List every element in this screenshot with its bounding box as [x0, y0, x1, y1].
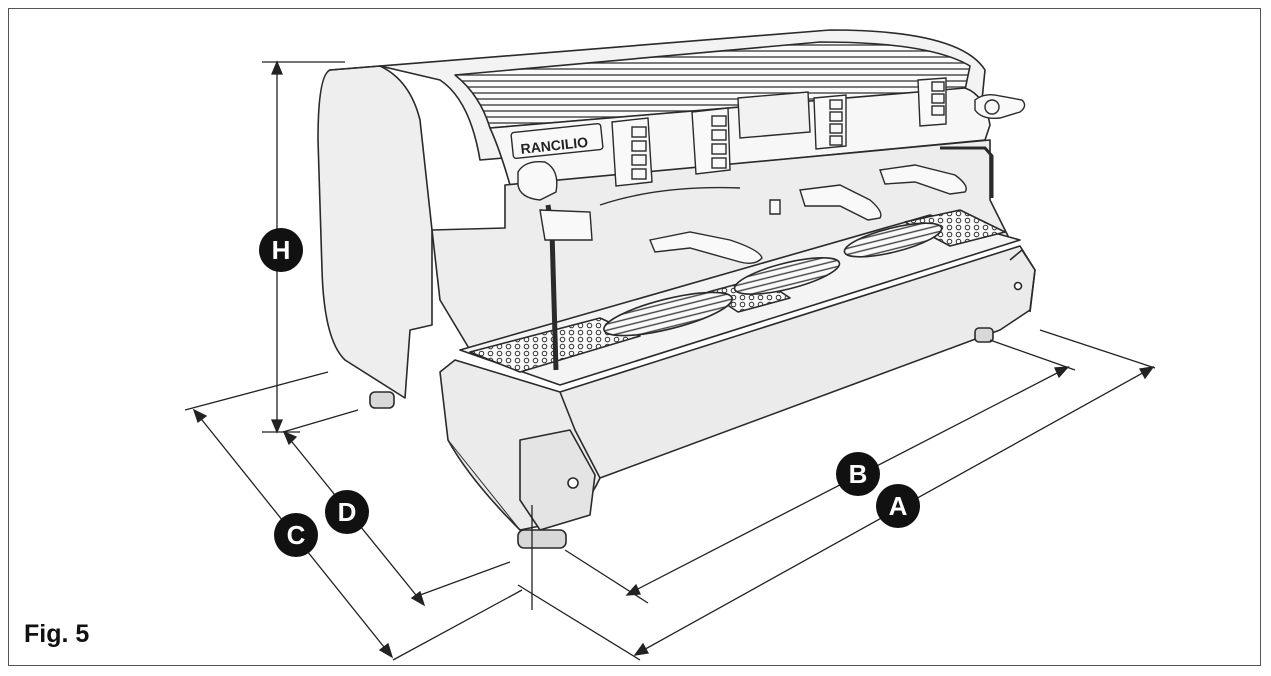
cup-warmer-grate [454, 41, 971, 129]
keypad-4 [917, 77, 947, 127]
keypad-3 [813, 94, 847, 150]
badge-h: H [259, 228, 303, 272]
cup-grate-left [603, 291, 733, 337]
badge-a-text: A [889, 491, 908, 521]
portafilter-2 [799, 184, 882, 221]
front-end-cap [519, 429, 596, 531]
portafilter-3 [879, 164, 967, 195]
foot-right [974, 327, 994, 343]
badge-c-text: C [287, 520, 306, 550]
left-knob [517, 161, 558, 201]
controls: RANCILIO [510, 77, 1026, 371]
foot-front [517, 529, 567, 549]
portafilter-1 [649, 231, 763, 265]
brand-plate-text: RANCILIO [520, 134, 589, 157]
screw-right [1013, 281, 1023, 291]
side-panel [317, 65, 433, 399]
display-screen [737, 91, 811, 139]
cup-grate-right [843, 222, 943, 258]
steam-knob [974, 93, 1026, 120]
badge-d-text: D [338, 497, 357, 527]
figure-label: Fig. 5 [24, 620, 90, 648]
drip-tray-dots-right [904, 209, 1006, 247]
screw [567, 477, 579, 489]
badge-h-text: H [272, 235, 291, 265]
steam-wand-right [940, 146, 994, 198]
badge-b-text: B [849, 459, 868, 489]
badge-c: C [274, 513, 318, 557]
keypad-1 [611, 117, 653, 187]
badge-b: B [836, 452, 880, 496]
brand-plate [510, 122, 604, 160]
badge-d: D [325, 490, 369, 534]
keypad-2 [691, 107, 731, 175]
foot-back [369, 391, 395, 409]
cup-grate-mid [733, 257, 841, 295]
badge-a: A [876, 484, 920, 528]
